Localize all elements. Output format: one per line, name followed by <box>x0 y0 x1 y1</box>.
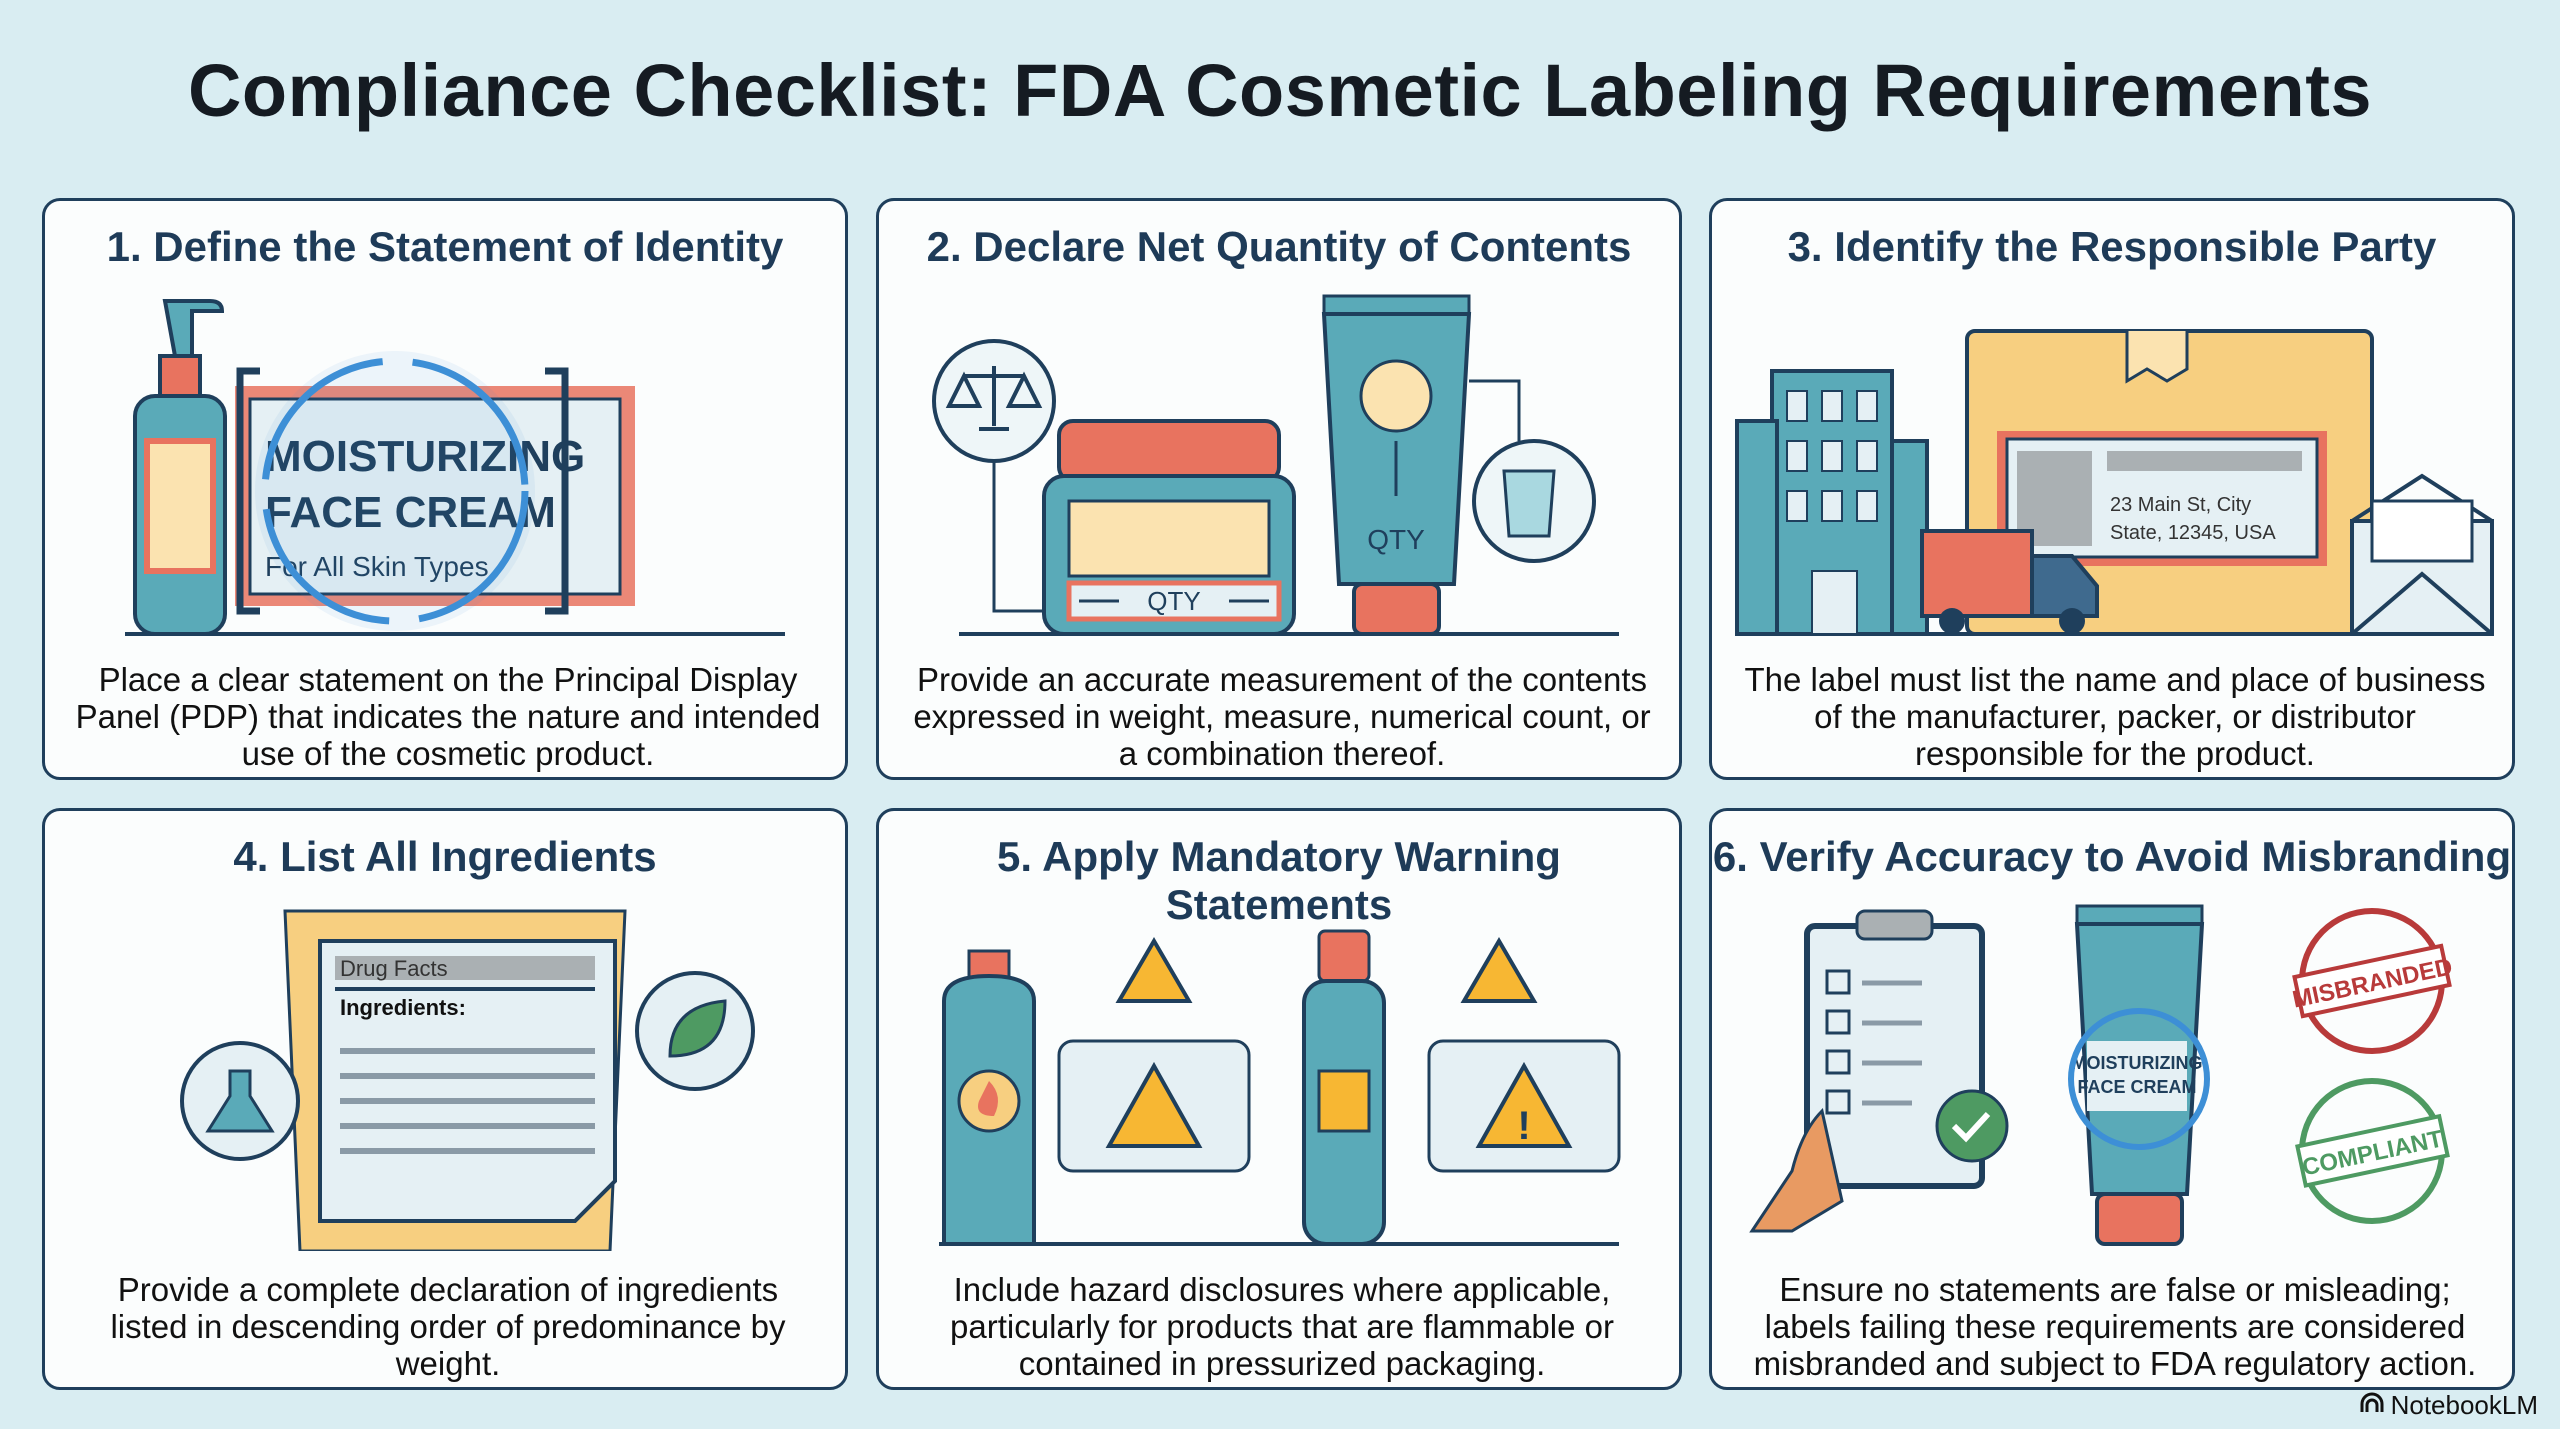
explosive-icon <box>1317 1069 1371 1133</box>
verify-accuracy-illustration: MOISTURIZING FACE CREAM MISBRANDED COMPL… <box>1749 904 2455 1246</box>
panel-title: 5. Apply Mandatory Warning Statements <box>997 833 1561 928</box>
doc-header: Drug Facts <box>340 956 448 981</box>
panel-net-quantity: 2. Declare Net Quantity of Contents QTY … <box>876 198 1682 780</box>
magnifier-focus-icon <box>2068 1008 2210 1150</box>
panel-title: 2. Declare Net Quantity of Contents <box>926 223 1632 270</box>
building-icon <box>1735 369 1929 636</box>
caution-warning-icon <box>1460 937 1538 1003</box>
flask-icon <box>180 1041 300 1161</box>
panel-verify-accuracy: 6. Verify Accuracy to Avoid Misbranding … <box>1709 808 2515 1390</box>
envelope-icon <box>2350 473 2494 636</box>
responsible-party-illustration: 23 Main St, City State, 12345, USA <box>1735 329 2494 636</box>
check-circle-icon <box>1935 1089 2009 1163</box>
page-title: Compliance Checklist: FDA Cosmetic Label… <box>187 49 2373 132</box>
label-line-1: MOISTURIZING <box>265 432 585 481</box>
label-line-2: FACE CREAM <box>265 488 556 537</box>
misbranded-stamp: MISBRANDED <box>2290 908 2455 1054</box>
notebooklm-logo-icon <box>2359 1390 2385 1421</box>
panel-description: Provide an accurate measurement of the c… <box>913 661 1651 772</box>
panel-title: 3. Identify the Responsible Party <box>1787 223 2437 270</box>
panel-title: 6. Verify Accuracy to Avoid Misbranding <box>1712 833 2512 880</box>
panel-title: 4. List All Ingredients <box>233 833 657 880</box>
panel-responsible-party: 3. Identify the Responsible Party 23 Mai… <box>1709 198 2515 780</box>
speech-bubble-flammable <box>1057 1039 1251 1173</box>
panel-description: Ensure no statements are false or mislea… <box>1753 1271 2477 1382</box>
caution-warning-icon <box>1475 1061 1573 1148</box>
aerosol-can-icon <box>942 949 1036 1246</box>
pump-bottle-label-illustration: MOISTURIZING FACE CREAM For All Skin Typ… <box>125 299 785 636</box>
footer-brand: NotebookLM <box>2359 1390 2538 1421</box>
measuring-cup-icon <box>1472 439 1596 563</box>
compliant-stamp: COMPLIANT <box>2295 1078 2450 1224</box>
address-line-2: State, 12345, USA <box>2110 522 2276 544</box>
label-line-1: MOISTURIZING <box>2072 1053 2203 1073</box>
panel-title: 1. Define the Statement of Identity <box>106 223 784 270</box>
net-quantity-illustration: QTY QTY <box>932 294 1619 636</box>
speech-bubble-caution: ! <box>1427 1039 1621 1173</box>
panel-description: Place a clear statement on the Principal… <box>75 661 821 772</box>
flammable-warning-icon <box>1115 937 1193 1003</box>
magnifier-focus-icon <box>261 357 529 625</box>
hand-icon <box>1749 1108 1844 1233</box>
label-subtitle: For All Skin Types <box>265 551 489 582</box>
leaf-icon <box>635 971 755 1091</box>
qty-label: QTY <box>1147 586 1200 616</box>
panel-statement-of-identity: 1. Define the Statement of Identity MOIS… <box>42 198 848 780</box>
flammable-warning-icon <box>1105 1061 1203 1148</box>
panel-warning-statements: 5. Apply Mandatory Warning Statements ! … <box>876 808 1682 1390</box>
brand-label: NotebookLM <box>2390 1390 2538 1420</box>
clipboard-checklist-icon <box>1749 909 2009 1233</box>
tube-icon: QTY <box>1321 294 1472 636</box>
tube-label-icon: MOISTURIZING FACE CREAM <box>2068 904 2210 1246</box>
ingredients-document-icon: Drug Facts Ingredients: <box>283 909 627 1251</box>
panel-description: The label must list the name and place o… <box>1744 661 2486 772</box>
warning-illustration: ! <box>939 929 1621 1246</box>
panel-description: Include hazard disclosures where applica… <box>950 1271 1614 1382</box>
tube-qty-label: QTY <box>1367 524 1425 555</box>
doc-subheader: Ingredients: <box>340 995 466 1020</box>
label-line-2: FACE CREAM <box>2077 1077 2196 1097</box>
spray-bottle-icon <box>1302 929 1386 1246</box>
svg-text:!: ! <box>1517 1104 1530 1148</box>
panel-description: Provide a complete declaration of ingred… <box>110 1271 786 1382</box>
panel-list-ingredients: 4. List All Ingredients Drug Facts Ingre… <box>42 808 848 1390</box>
delivery-truck-icon <box>1920 529 2099 634</box>
pump-bottle-icon <box>133 299 227 636</box>
cream-jar-icon: QTY <box>1042 419 1296 636</box>
scale-icon <box>932 339 1056 463</box>
address-line-1: 23 Main St, City <box>2110 494 2251 516</box>
ingredients-illustration: Drug Facts Ingredients: <box>180 909 755 1251</box>
